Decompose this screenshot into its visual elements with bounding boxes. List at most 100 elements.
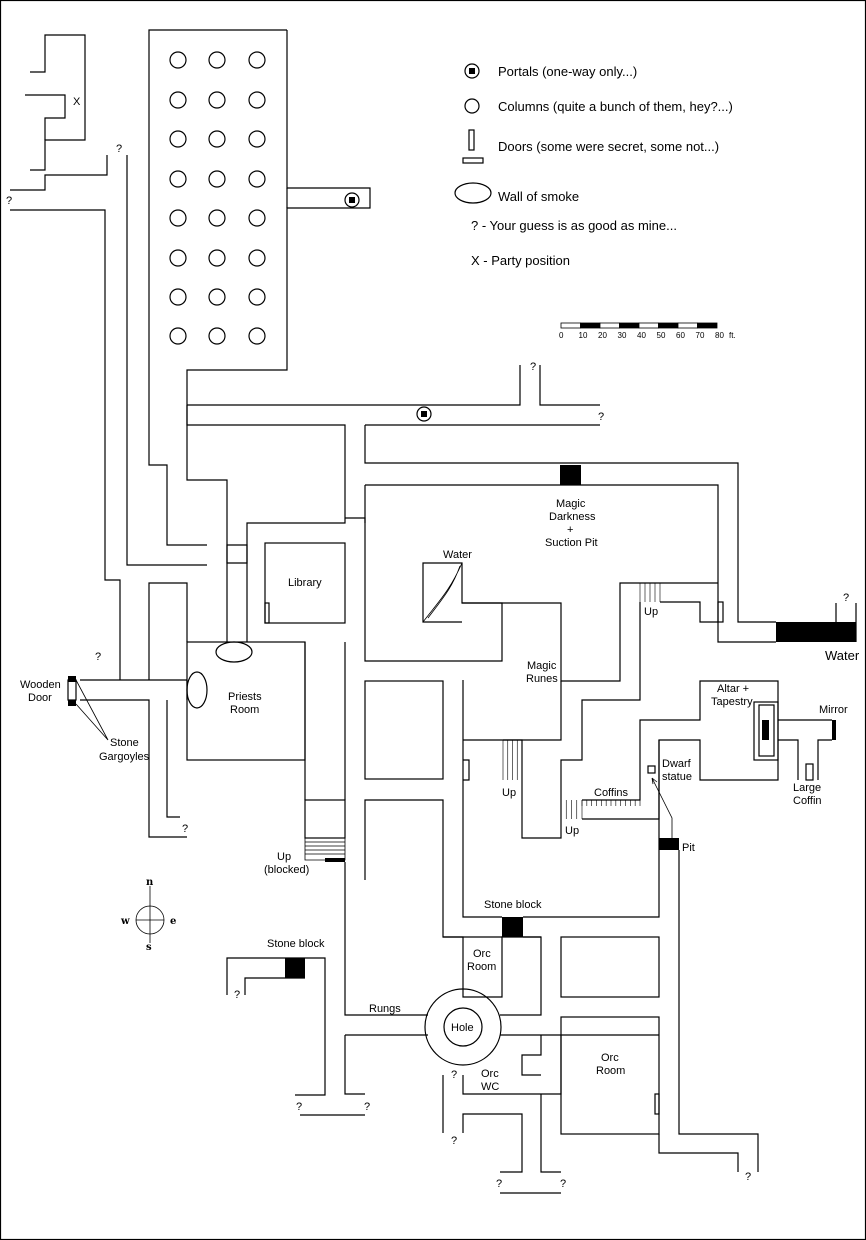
column <box>208 209 226 227</box>
party-position: X <box>73 96 81 108</box>
label-coffins: Coffins <box>594 787 629 799</box>
label-large-coffin-2: Coffin <box>793 795 822 807</box>
column <box>169 91 187 109</box>
scale-tick: 10 <box>579 331 588 340</box>
label-stone-block: Stone block <box>267 938 325 950</box>
compass-west: w <box>120 916 130 927</box>
door-horizontal-icon <box>462 157 484 164</box>
scale-tick: 40 <box>637 331 646 340</box>
legend: Portals (one-way only...) Columns (quite… <box>454 63 733 268</box>
unknown-marker: ? <box>530 361 536 373</box>
label-dwarf-1: Dwarf <box>662 758 692 770</box>
label-orc-wc-2: WC <box>481 1081 499 1093</box>
label-orc-wc-1: Orc <box>481 1068 499 1080</box>
legend-smoke: Wall of smoke <box>498 189 579 204</box>
compass-east: e <box>170 916 176 927</box>
label-up-blocked-2: (blocked) <box>264 864 309 876</box>
column <box>169 249 187 267</box>
scale-tick: 30 <box>618 331 627 340</box>
label-orc-room-1: Orc <box>601 1052 619 1064</box>
column <box>208 51 226 69</box>
column <box>208 91 226 109</box>
door-vertical-icon <box>468 129 475 151</box>
scale-unit: ft. <box>729 331 736 340</box>
hole-ring <box>424 988 502 1066</box>
label-orc-room-2: Room <box>596 1065 625 1077</box>
label-gargoyles-1: Stone <box>110 737 139 749</box>
map-labels: X ??????????????? Library Priests Room W… <box>6 96 860 1190</box>
label-up: Up <box>644 606 658 618</box>
column <box>169 288 187 306</box>
scale-tick: 0 <box>559 331 564 340</box>
label-priests-1: Priests <box>228 691 262 703</box>
label-gargoyles-2: Gargoyles <box>99 751 150 763</box>
column <box>208 288 226 306</box>
unknown-marker: ? <box>496 1178 502 1190</box>
unknown-marker: ? <box>745 1171 751 1183</box>
smoke-wall <box>186 671 208 709</box>
label-priests-2: Room <box>230 704 259 716</box>
label-large-coffin-1: Large <box>793 782 821 794</box>
column <box>248 91 266 109</box>
scale-segment <box>677 322 698 329</box>
label-library: Library <box>288 577 322 589</box>
unknown-marker: ? <box>234 989 240 1001</box>
legend-unknown: ? - Your guess is as good as mine... <box>471 218 677 233</box>
label-altar-1: Altar + <box>717 683 749 695</box>
compass-north: n <box>146 877 154 888</box>
scale-tick: 50 <box>657 331 666 340</box>
scale-tick: 20 <box>598 331 607 340</box>
smoke-icon <box>454 182 492 204</box>
label-pit: Pit <box>682 842 695 854</box>
label-up: Up <box>565 825 579 837</box>
column <box>248 249 266 267</box>
column <box>169 130 187 148</box>
hole <box>443 1007 483 1047</box>
label-wooden-door-1: Wooden <box>20 679 61 691</box>
label-darkness-2: Darkness <box>549 511 596 523</box>
column <box>169 209 187 227</box>
label-mirror: Mirror <box>819 704 848 716</box>
scale-segment <box>599 322 620 329</box>
legend-party: X - Party position <box>471 253 570 268</box>
column <box>208 130 226 148</box>
unknown-marker: ? <box>598 411 604 423</box>
label-wooden-door-2: Door <box>28 692 52 704</box>
unknown-marker: ? <box>560 1178 566 1190</box>
portal <box>416 406 432 422</box>
unknown-marker: ? <box>182 823 188 835</box>
label-up: Up <box>502 787 516 799</box>
unknown-marker: ? <box>451 1069 457 1081</box>
scale-segment <box>638 322 659 329</box>
unknown-marker: ? <box>843 592 849 604</box>
column <box>248 51 266 69</box>
label-darkness-1: Magic <box>556 498 586 510</box>
label-altar-2: Tapestry <box>711 696 753 708</box>
scale-segment <box>619 322 640 329</box>
water-pool <box>776 622 856 642</box>
label-orc-room-1: Orc <box>473 948 491 960</box>
column-icon <box>464 98 480 114</box>
scale-segment <box>580 322 601 329</box>
scale-segment <box>560 322 581 329</box>
unknown-marker: ? <box>451 1135 457 1147</box>
scale-tick: 80 <box>715 331 724 340</box>
label-stone-block: Stone block <box>484 899 542 911</box>
label-runes-1: Magic <box>527 660 557 672</box>
compass-rose: n w e s <box>120 877 176 953</box>
column <box>169 51 187 69</box>
legend-columns: Columns (quite a bunch of them, hey?...) <box>498 99 733 114</box>
label-up-blocked-1: Up <box>277 851 291 863</box>
label-rungs: Rungs <box>369 1003 401 1015</box>
scale-segment <box>697 322 718 329</box>
smoke-wall <box>215 641 253 663</box>
scale-tick: 70 <box>696 331 705 340</box>
column <box>248 170 266 188</box>
label-water-small: Water <box>443 549 472 561</box>
column <box>169 170 187 188</box>
column <box>208 249 226 267</box>
label-darkness-4: Suction Pit <box>545 537 598 549</box>
